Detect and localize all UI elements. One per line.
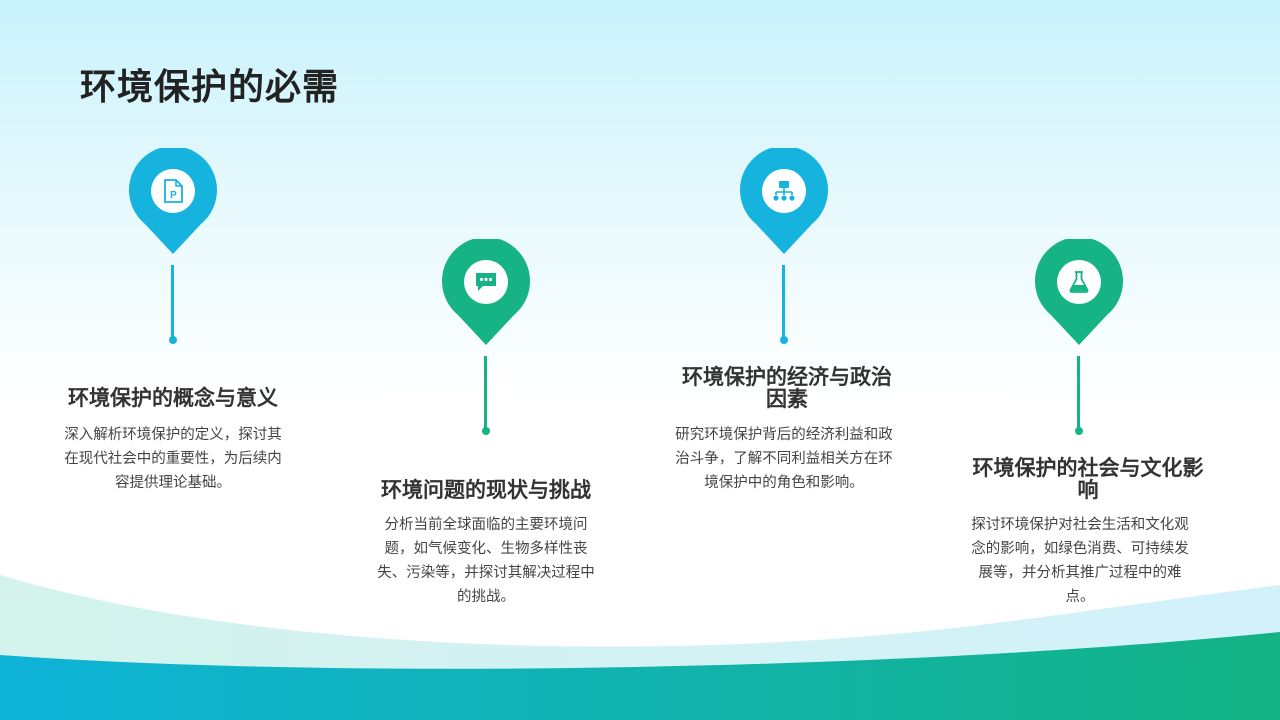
page-title: 环境保护的必需 <box>80 67 340 108</box>
item-title: 环境保护的经济与政治因素 <box>682 365 892 411</box>
item-title: 环境问题的现状与挑战 <box>381 478 591 502</box>
svg-text:P: P <box>170 190 177 201</box>
item-description: 分析当前全球面临的主要环境问题，如气候变化、生物多样性丧失、污染等，并探讨其解决… <box>377 517 595 605</box>
flask-icon <box>1057 260 1101 304</box>
location-pin <box>739 148 829 258</box>
timeline-stem <box>484 356 487 430</box>
timeline-dot <box>169 336 177 344</box>
location-pin: P <box>128 148 218 258</box>
presentation-file-icon: P <box>151 169 195 213</box>
chat-bubble-icon <box>464 260 508 304</box>
timeline-stem <box>171 265 174 338</box>
timeline-dot <box>1075 427 1083 435</box>
item-description: 探讨环境保护对社会生活和文化观念的影响，如绿色消费、可持续发展等，并分析其推广过… <box>971 517 1189 605</box>
timeline-dot <box>482 427 490 435</box>
location-pin <box>1034 239 1124 349</box>
timeline-stem <box>782 265 785 338</box>
timeline-stem <box>1077 356 1080 430</box>
timeline-dot <box>780 336 788 344</box>
location-pin <box>441 239 531 349</box>
network-icon <box>762 169 806 213</box>
item-description: 研究环境保护背后的经济利益和政治斗争，了解不同利益相关方在环境保护中的角色和影响… <box>675 427 893 491</box>
item-title: 环境保护的社会与文化影响 <box>972 456 1204 502</box>
item-description: 深入解析环境保护的定义，探讨其在现代社会中的重要性，为后续内容提供理论基础。 <box>64 427 282 491</box>
item-title: 环境保护的概念与意义 <box>68 386 278 410</box>
